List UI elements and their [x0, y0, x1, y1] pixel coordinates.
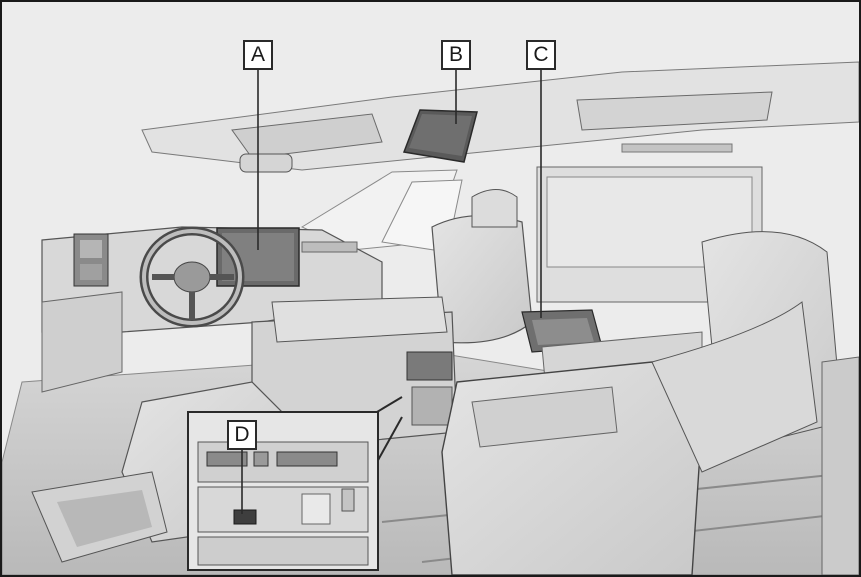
callout-label-c: C — [526, 40, 556, 70]
callout-label-d: D — [227, 420, 257, 450]
callout-label-b: B — [441, 40, 471, 70]
console-rear-port — [234, 510, 256, 524]
callout-label-a: A — [243, 40, 273, 70]
console-inset-panel — [188, 397, 402, 570]
rear-view-mirror — [240, 154, 292, 172]
